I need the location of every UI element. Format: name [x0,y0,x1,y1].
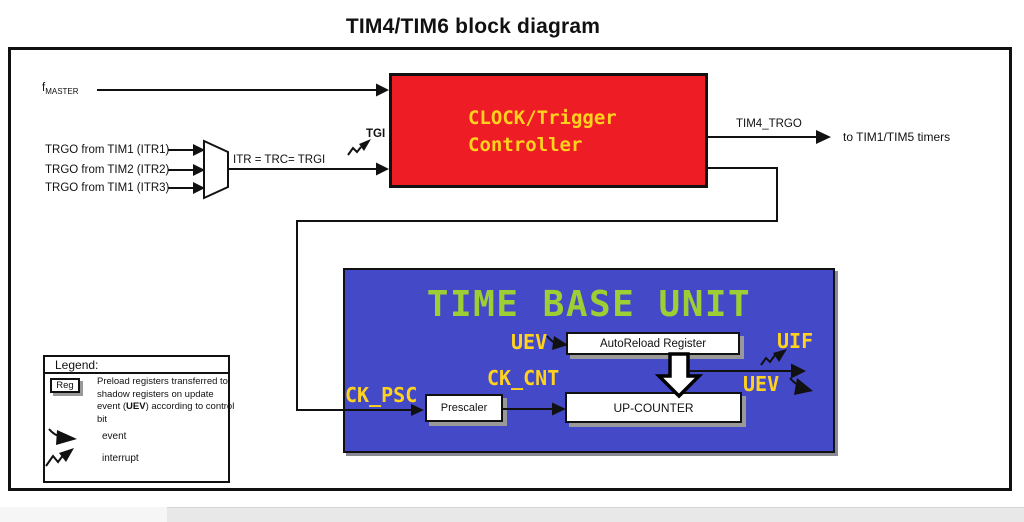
ck-cnt-label: CK_CNT [487,366,560,390]
time-base-unit-title: TIME BASE UNIT [426,284,752,325]
tgi-label: TGI [366,128,386,140]
itr-input-label: TRGO from TIM1 (ITR3) [45,182,170,194]
fmaster-label: fMASTER [42,82,79,96]
legend-description: Preload registers transferred to shadow … [97,376,235,425]
tim4-trgo-label: TIM4_TRGO [736,118,802,130]
itr-equation-label: ITR = TRC= TRGI [233,154,326,166]
legend-box: Legend: Reg Preload registers transferre… [43,355,234,483]
up-counter-box: UP-COUNTER [565,392,742,423]
autoreload-register-box: AutoReload Register [566,332,740,355]
legend-title: Legend: [45,357,228,374]
itr-input-label: TRGO from TIM1 (ITR1) [45,144,170,156]
uif-label: UIF [777,329,814,353]
uev-left-label: UEV [511,330,548,354]
itr-input-label: TRGO from TIM2 (ITR2) [45,164,170,176]
page-title: TIM4/TIM6 block diagram [345,15,601,38]
uev-right-label: UEV [743,372,780,396]
trgo-destination-label: to TIM1/TIM5 timers [843,130,951,144]
prescaler-box: Prescaler [425,394,503,422]
legend-event-label: event [102,431,127,442]
reg-symbol-box: Reg [50,378,80,393]
ck-psc-label: CK_PSC [345,383,418,407]
legend-interrupt-label: interrupt [102,453,139,464]
page-bottom-bar [0,507,1024,522]
